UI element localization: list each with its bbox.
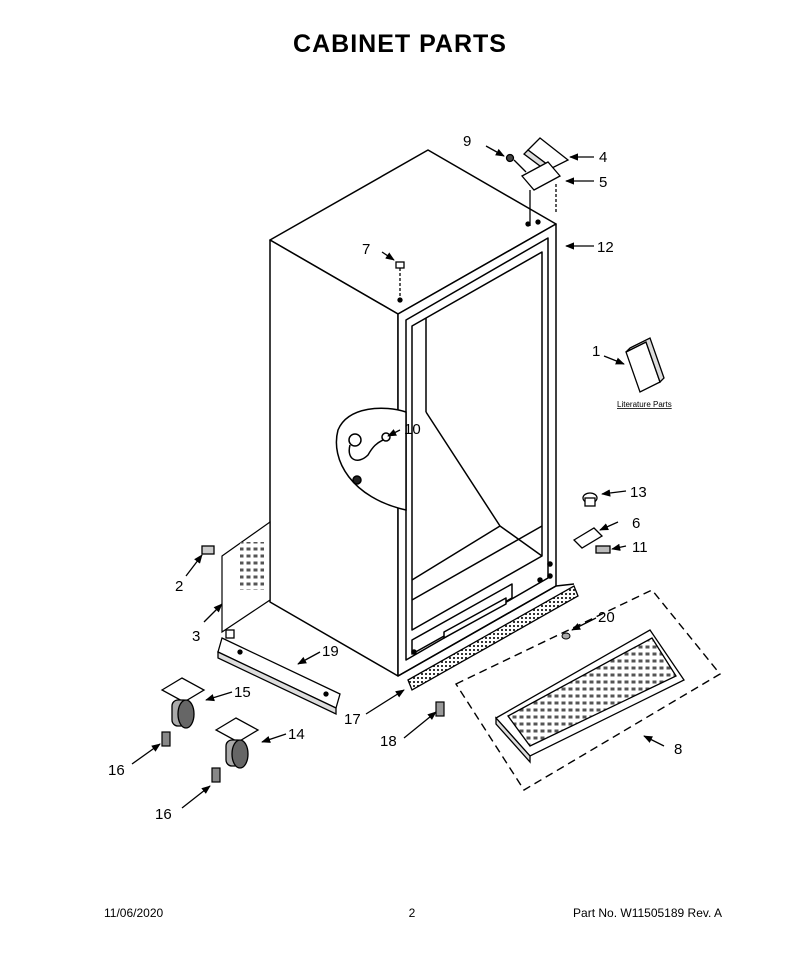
callout-12: 12 <box>597 239 614 256</box>
callout-17: 17 <box>344 711 361 728</box>
callout-6: 6 <box>632 515 640 532</box>
literature-label: Literature Parts <box>617 400 672 409</box>
callout-9: 9 <box>463 133 471 150</box>
top-screw <box>395 261 405 303</box>
callout-4: 4 <box>599 149 607 166</box>
literature-parts <box>625 337 665 393</box>
callout-11: 11 <box>632 539 648 556</box>
cabinet-liner-opening <box>405 237 549 661</box>
cabinet-body <box>269 149 575 677</box>
callout-5: 5 <box>599 174 607 191</box>
callout-7: 7 <box>362 241 370 258</box>
callout-19: 19 <box>322 643 339 660</box>
callout-15: 15 <box>234 684 251 701</box>
base-bracket <box>217 629 341 716</box>
footer-page-number: 2 <box>408 906 416 920</box>
caster-14 <box>214 717 260 769</box>
footer-date: 11/06/2020 <box>104 906 164 920</box>
kickplate-dashed-outline <box>454 589 722 791</box>
caster-screws <box>161 731 221 783</box>
callout-14: 14 <box>288 726 305 743</box>
callout-8: 8 <box>674 741 682 758</box>
callout-10: 10 <box>404 421 421 438</box>
right-leg-parts <box>572 492 611 554</box>
cabinet-toe-rail <box>411 583 513 655</box>
callout-16-a: 16 <box>108 762 125 779</box>
callout-2: 2 <box>175 578 183 595</box>
kickplate <box>494 629 685 764</box>
callout-13: 13 <box>630 484 647 501</box>
caster-15 <box>160 677 206 729</box>
callout-20: 20 <box>598 609 615 626</box>
rear-bracket <box>221 520 271 634</box>
callout-1: 1 <box>592 343 600 360</box>
front-grille <box>407 585 579 691</box>
plug-20 <box>561 632 571 640</box>
callout-16-b: 16 <box>155 806 172 823</box>
callout-18: 18 <box>380 733 397 750</box>
leader-lines <box>131 145 665 809</box>
page-title: CABINET PARTS <box>293 30 507 58</box>
grille-screw <box>435 701 445 717</box>
top-hinge <box>505 137 570 227</box>
left-screw <box>201 545 215 555</box>
callout-3: 3 <box>192 628 200 645</box>
footer-part-number: Part No. W11505189 Rev. A <box>573 906 722 920</box>
